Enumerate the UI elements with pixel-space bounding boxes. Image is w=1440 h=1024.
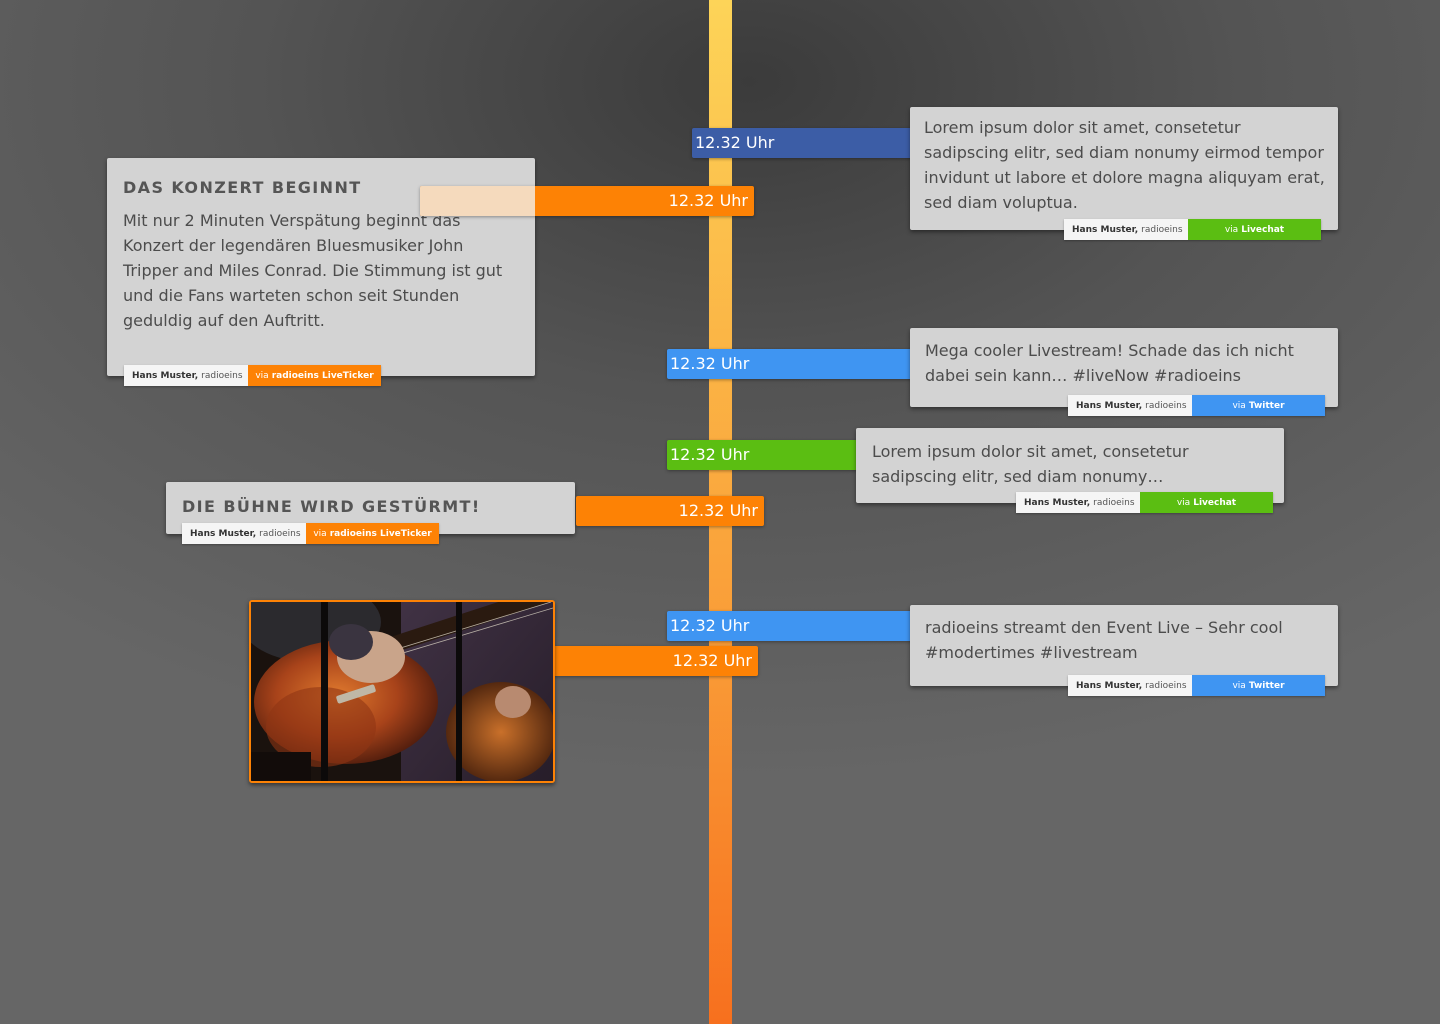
author-badge: Hans Muster,radioeins [1064,219,1188,240]
post-text: Lorem ipsum dolor sit amet, consetetur s… [924,118,1325,212]
post-text: radioeins streamt den Event Live – Sehr … [925,618,1283,662]
time-label-livechat-1: 12.32 Uhr [692,128,912,158]
twitter-post-card[interactable]: radioeins streamt den Event Live – Sehr … [910,605,1338,686]
post-title: DIE BÜHNE WIRD GESTÜRMT! [182,497,481,516]
post-text: Mit nur 2 Minuten Verspätung beginnt das… [123,211,503,330]
post-text: Lorem ipsum dolor sit amet, consetetur s… [872,442,1189,486]
author-badge: Hans Muster,radioeins [182,523,306,544]
livechat-post-card[interactable]: Lorem ipsum dolor sit amet, consetetur s… [856,428,1284,503]
time-label-twitter-1: 12.32 Uhr [667,349,912,379]
time-bar-overlap [420,186,535,216]
time-text: 12.32 Uhr [670,354,750,373]
author-badge: Hans Muster,radioeins [1068,395,1192,416]
post-title: DAS KONZERT BEGINNT [123,178,362,197]
time-text: 12.32 Uhr [668,191,748,210]
concert-guitar-photo[interactable] [249,600,555,783]
livechat-post-card[interactable]: Lorem ipsum dolor sit amet, consetetur s… [910,107,1338,230]
author-badge: Hans Muster,radioeins [1068,675,1192,696]
time-label-ticker-2: 12.32 Uhr [576,496,764,526]
time-text: 12.32 Uhr [672,651,752,670]
ticker-post-card[interactable]: DAS KONZERT BEGINNT Mit nur 2 Minuten Ve… [107,158,535,376]
guitar-image [251,602,553,781]
time-text: 12.32 Uhr [670,616,750,635]
time-text: 12.32 Uhr [670,445,750,464]
time-text: 12.32 Uhr [695,133,775,152]
twitter-post-card[interactable]: Mega cooler Livestream! Schade das ich n… [910,328,1338,407]
time-text: 12.32 Uhr [678,501,758,520]
author-badge: Hans Muster,radioeins [124,365,248,386]
author-badge: Hans Muster,radioeins [1016,492,1140,513]
post-text: Mega cooler Livestream! Schade das ich n… [925,341,1294,385]
time-label-livechat-2: 12.32 Uhr [667,440,858,470]
time-label-twitter-2: 12.32 Uhr [667,611,912,641]
time-label-photo-1: 12.32 Uhr [553,646,758,676]
